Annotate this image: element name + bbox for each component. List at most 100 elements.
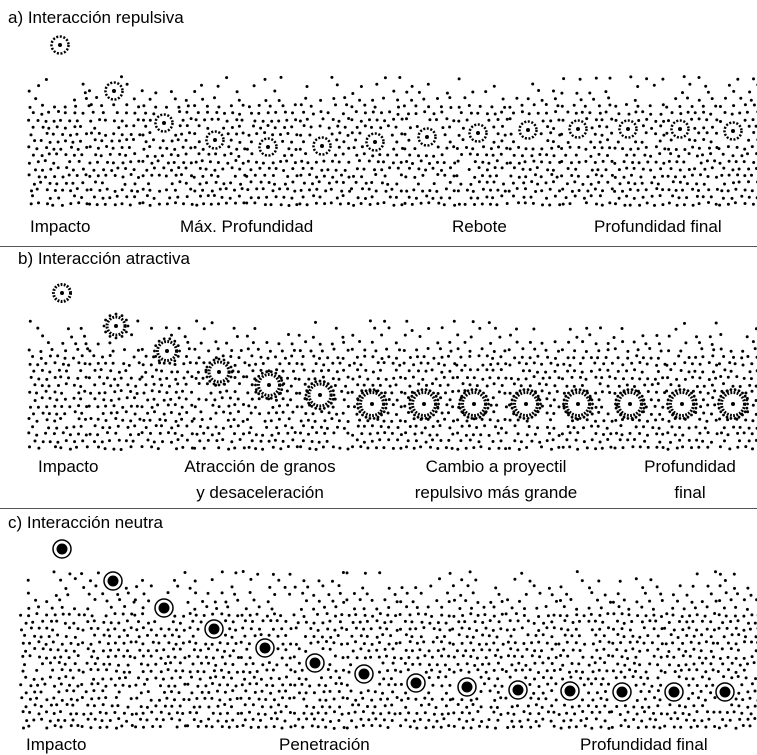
grain <box>302 368 306 372</box>
grain <box>315 187 319 191</box>
grain <box>133 656 137 660</box>
grain <box>681 641 685 645</box>
grain <box>545 439 549 443</box>
grain <box>250 439 254 443</box>
grain <box>227 613 231 617</box>
grain <box>230 440 234 444</box>
grain <box>695 182 699 186</box>
grain <box>53 390 57 394</box>
grain <box>456 703 460 706</box>
grain <box>133 182 137 186</box>
grain <box>125 719 129 723</box>
grain <box>589 154 593 158</box>
grain <box>28 319 32 323</box>
grain <box>469 655 473 658</box>
grain <box>29 405 32 409</box>
grain <box>182 698 186 701</box>
grain <box>718 445 722 449</box>
grain <box>407 195 411 199</box>
grain <box>481 187 485 191</box>
grain <box>85 132 88 136</box>
grain <box>562 719 566 723</box>
grain <box>555 599 558 603</box>
grain <box>390 133 394 137</box>
grain <box>176 382 180 386</box>
grain <box>617 384 621 388</box>
grain <box>149 584 153 588</box>
grain <box>120 119 124 123</box>
grain <box>237 656 240 659</box>
grain <box>463 96 467 100</box>
grain <box>724 614 728 618</box>
grain <box>649 412 653 416</box>
grain <box>545 111 548 115</box>
grain <box>264 99 268 102</box>
grain <box>298 119 302 123</box>
grain <box>36 683 40 687</box>
grain <box>488 174 492 178</box>
grain <box>138 417 142 421</box>
grain <box>156 403 160 407</box>
grain <box>496 362 500 366</box>
grain <box>365 619 369 623</box>
grain <box>611 641 615 645</box>
grain <box>351 333 355 337</box>
grain <box>327 368 331 372</box>
grain <box>469 641 473 645</box>
grain <box>452 711 456 715</box>
grain <box>496 718 500 722</box>
grain <box>678 704 681 708</box>
grain <box>76 684 80 688</box>
grain <box>463 389 467 393</box>
grain <box>642 641 646 645</box>
grain <box>633 368 637 372</box>
grain <box>608 375 612 379</box>
grain <box>621 147 625 151</box>
grain <box>453 362 457 366</box>
grain <box>399 656 403 660</box>
grain <box>299 431 302 435</box>
grain <box>512 628 516 632</box>
grain <box>243 703 247 707</box>
grain <box>467 104 471 107</box>
grain <box>19 613 23 617</box>
grain <box>222 675 226 679</box>
grain <box>737 691 741 695</box>
grain <box>152 440 156 444</box>
grain <box>227 145 231 149</box>
grain <box>73 410 77 414</box>
grain <box>423 696 427 700</box>
grain <box>124 124 128 128</box>
grain <box>578 77 582 81</box>
grain <box>594 705 598 708</box>
grain <box>737 167 741 171</box>
grain <box>347 160 351 164</box>
grain <box>576 447 580 451</box>
grain <box>646 648 650 652</box>
grain <box>633 98 637 102</box>
grain <box>304 635 307 638</box>
grain <box>681 654 685 658</box>
grain <box>253 119 257 123</box>
grain <box>127 146 131 149</box>
grain <box>670 425 674 429</box>
grain <box>496 132 500 136</box>
grain <box>231 689 235 693</box>
grain <box>683 705 687 709</box>
grain <box>56 718 60 722</box>
grain <box>110 704 114 708</box>
grain <box>565 592 569 596</box>
grain <box>60 698 64 702</box>
grain <box>55 619 59 623</box>
grain <box>633 182 637 186</box>
grain <box>582 196 586 200</box>
grain <box>207 661 210 665</box>
grain <box>89 726 93 730</box>
grain <box>489 403 493 407</box>
grain <box>68 626 71 630</box>
grain <box>437 362 441 366</box>
grain <box>632 661 636 665</box>
grain <box>72 396 76 400</box>
grain <box>503 349 507 353</box>
grain <box>520 725 524 729</box>
